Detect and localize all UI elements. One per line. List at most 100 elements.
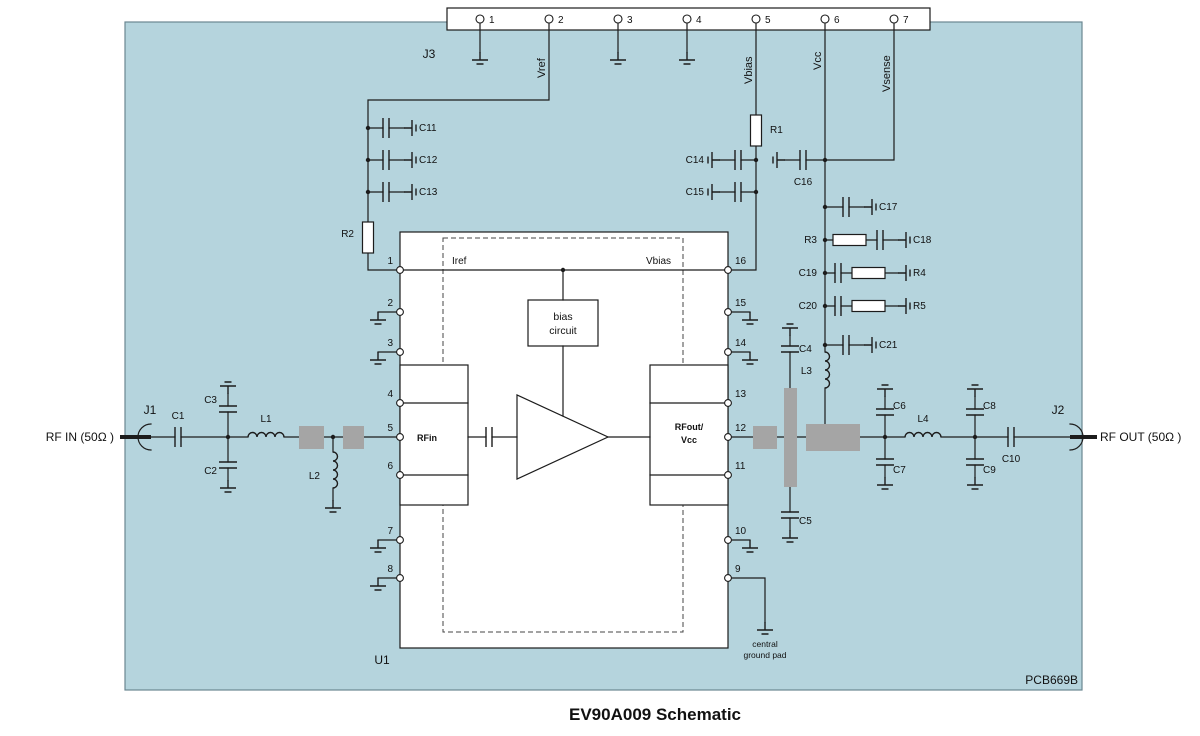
label-c21: C21: [879, 340, 898, 351]
u1-pin-7: [396, 536, 404, 544]
u1-pin-number: 12: [735, 423, 747, 434]
junction-dot: [822, 204, 828, 210]
label-c10: C10: [1002, 454, 1021, 465]
j3-pin-6: [820, 14, 830, 24]
junction-dot: [560, 267, 566, 273]
j3-signal-wires: [367, 22, 895, 353]
rfout-block-label-line1: RFout/: [675, 422, 704, 432]
pcb-ref-label: PCB669B: [1025, 673, 1078, 687]
junction-dot: [822, 237, 828, 243]
vref-signal-label: Vref: [536, 57, 548, 78]
label-c2: C2: [204, 466, 217, 477]
label-c17: C17: [879, 202, 898, 213]
label-l4: L4: [917, 414, 929, 425]
u1-pin-number: 11: [735, 461, 746, 472]
j3-ref-label: J3: [423, 47, 436, 61]
label-c1: C1: [172, 411, 185, 422]
vbias-decoupling-wires: [719, 159, 757, 193]
u1-block-dividers: [399, 402, 729, 476]
j1-ref-label: J1: [144, 403, 157, 417]
label-r3: R3: [804, 235, 817, 246]
u1-pin-16: [724, 266, 732, 274]
output-microstrip-pad: [753, 426, 777, 449]
vcc-network-wires: [784, 159, 899, 531]
u1-ref-label: U1: [374, 653, 390, 667]
j3-pin-number: 1: [489, 15, 495, 26]
label-c4: C4: [799, 344, 812, 355]
label-c14: C14: [686, 155, 705, 166]
junction-dot: [822, 157, 828, 163]
j3-pin-number: 5: [765, 15, 771, 26]
u1-pin-9: [724, 574, 732, 582]
u1-rfin-block: [399, 364, 469, 506]
label-c5: C5: [799, 516, 812, 527]
input-microstrip-pad: [299, 426, 324, 449]
schematic-title: EV90A009 Schematic: [569, 705, 741, 724]
junction-dot: [882, 434, 888, 440]
label-c3: C3: [204, 395, 217, 406]
junction-dot: [822, 342, 828, 348]
label-c15: C15: [686, 187, 705, 198]
label-c8: C8: [983, 401, 996, 412]
u1-pin-5: [396, 433, 404, 441]
junction-dot: [365, 157, 371, 163]
u1-rfout-block: [649, 364, 729, 506]
u1-pin-8: [396, 574, 404, 582]
resistor-r4: [851, 266, 886, 280]
j2-connector-arc: [1069, 423, 1084, 451]
u1-pin-number: 4: [387, 389, 393, 400]
resistor-r5: [851, 299, 886, 313]
junction-dot: [225, 434, 231, 440]
junction-dot: [365, 125, 371, 131]
u1-pin-number: 14: [735, 338, 747, 349]
input-microstrip-pad: [343, 426, 364, 449]
label-c13: C13: [419, 187, 438, 198]
u1-pin-number: 2: [387, 298, 393, 309]
j3-pin-number: 7: [903, 15, 909, 26]
u1-pin-number: 5: [387, 423, 393, 434]
vbias-internal-label: Vbias: [646, 256, 671, 267]
label-c6: C6: [893, 401, 906, 412]
label-c18: C18: [913, 235, 932, 246]
rf-out-label: RF OUT (50Ω ): [1100, 430, 1181, 444]
u1-pin-4: [396, 399, 404, 407]
u1-pin-11: [724, 471, 732, 479]
j3-pin-number: 4: [696, 15, 702, 26]
u1-pin-1: [396, 266, 404, 274]
u1-pin-14: [724, 348, 732, 356]
j3-pin-2: [544, 14, 554, 24]
junction-dot: [365, 189, 371, 195]
j3-pin-3: [613, 14, 623, 24]
u1-pin-number: 15: [735, 298, 747, 309]
label-r4: R4: [913, 268, 926, 279]
junction-dot: [330, 434, 336, 440]
label-r2: R2: [341, 229, 354, 240]
j3-pin-number: 6: [834, 15, 840, 26]
u1-pin-number: 13: [735, 389, 747, 400]
vref-decoupling-wires: [367, 127, 405, 193]
label-c9: C9: [983, 465, 996, 476]
u1-pin-3: [396, 348, 404, 356]
bias-circuit-label-line1: bias: [553, 311, 572, 323]
rf-in-label: RF IN (50Ω ): [46, 430, 114, 444]
rfin-block-label: RFin: [417, 433, 437, 443]
bias-circuit-box: [527, 299, 599, 347]
iref-label: Iref: [452, 256, 467, 267]
u1-pin-12: [724, 433, 732, 441]
vbias-signal-label: Vbias: [743, 56, 755, 84]
central-ground-pad-label-line2: ground pad: [743, 650, 786, 660]
j3-pin-7: [889, 14, 899, 24]
u1-pin-15: [724, 308, 732, 316]
label-l3: L3: [801, 366, 813, 377]
label-r5: R5: [913, 301, 926, 312]
j3-pin-5: [751, 14, 761, 24]
rfout-block-label-line2: Vcc: [681, 435, 697, 445]
label-l1: L1: [260, 414, 272, 425]
u1-pin-number: 10: [735, 526, 747, 537]
u1-pin-number: 16: [735, 256, 747, 267]
u1-pin-number: 3: [387, 338, 393, 349]
j3-pin-4: [682, 14, 692, 24]
u1-pin-2: [396, 308, 404, 316]
u1-pin-number: 8: [387, 564, 393, 575]
